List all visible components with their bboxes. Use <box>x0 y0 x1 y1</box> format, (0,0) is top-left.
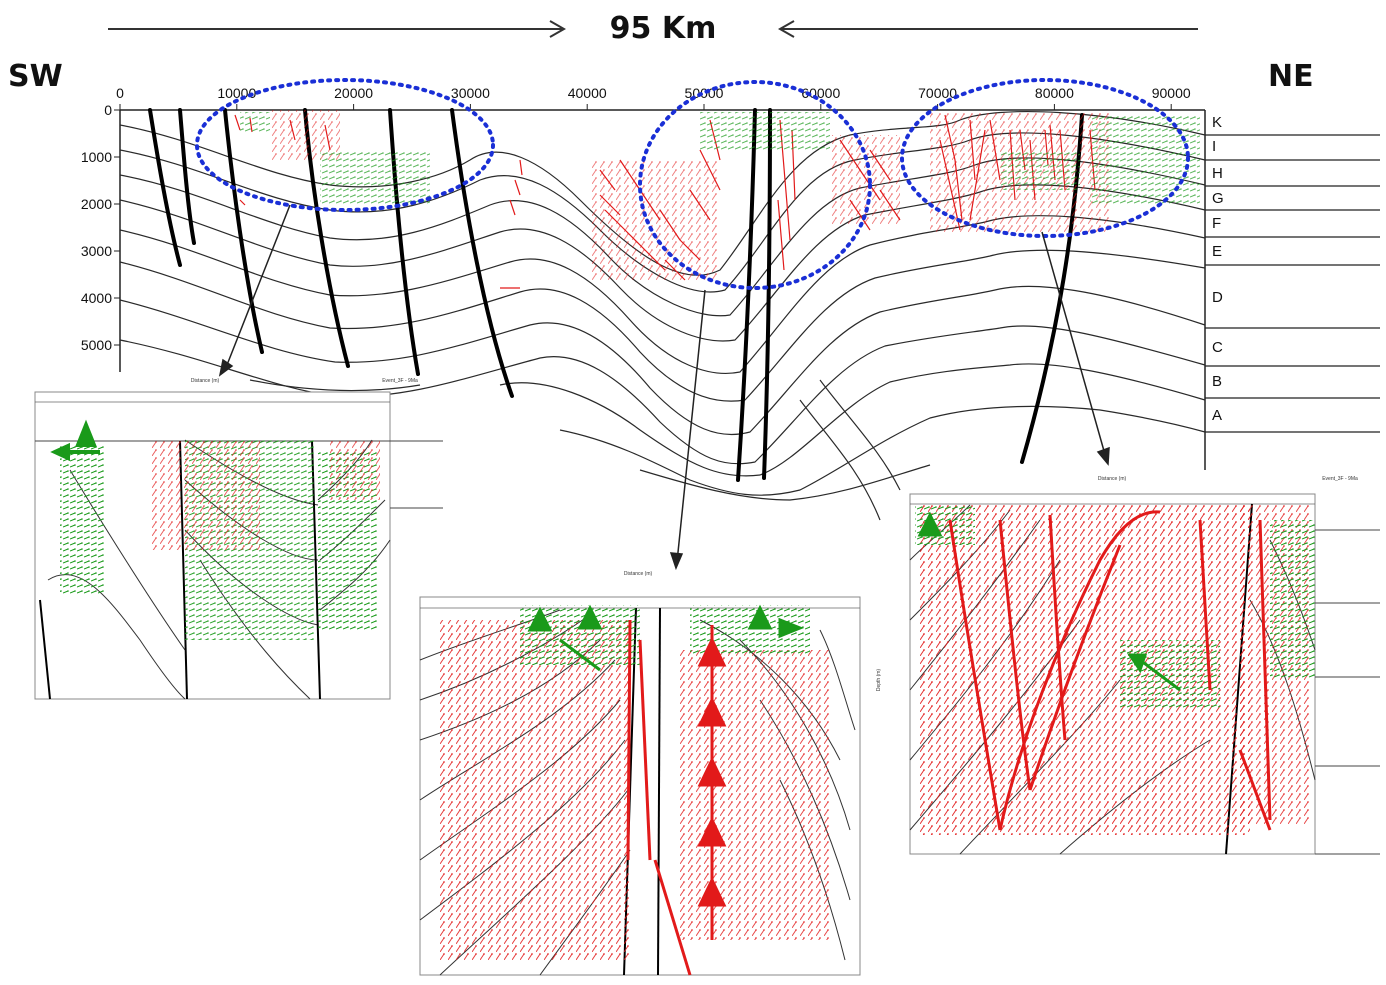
x-tick-label: 20000 <box>334 85 373 101</box>
inset-right-corner-label: Event_3F - 9Ma <box>1322 476 1358 482</box>
layer-label: K <box>1212 114 1222 131</box>
highlight-ellipses <box>195 78 1190 290</box>
x-tick-label: 0 <box>116 85 124 101</box>
layer-label: I <box>1212 138 1216 155</box>
inset-left-x-axis-title: Distance (m) <box>191 378 220 384</box>
layer-label: G <box>1212 190 1224 207</box>
distance-arrow-left <box>108 20 567 38</box>
inset-leader-arrows <box>218 204 1110 571</box>
sw-label: SW <box>8 59 63 94</box>
inset-middle-x-axis-title: Distance (m) <box>624 571 653 577</box>
distance-label: 95 Km <box>610 11 717 46</box>
depth-tick-label: 1000 <box>81 149 112 165</box>
depth-tick-labels: 0 1000 2000 3000 4000 5000 <box>81 102 120 353</box>
x-tick-label: 70000 <box>918 85 957 101</box>
distance-arrow-right <box>777 20 1198 38</box>
layer-label: A <box>1212 407 1222 424</box>
highlight-ellipse-left <box>195 78 495 212</box>
highlight-ellipse-right <box>900 78 1190 238</box>
x-tick-label: 90000 <box>1152 85 1191 101</box>
depth-tick-label: 5000 <box>81 337 112 353</box>
depth-tick-label: 2000 <box>81 196 112 212</box>
inset-middle: Distance (m) <box>419 571 861 976</box>
inset-right: Distance (m) Event_3F - 9Ma Depth (m) <box>876 476 1380 855</box>
inset-right-x-axis-title: Distance (m) <box>1098 476 1127 482</box>
inset-right-y-axis-title: Depth (m) <box>876 669 882 692</box>
layer-boundaries <box>1205 134 1380 433</box>
layer-label: H <box>1212 165 1223 182</box>
layer-label: F <box>1212 215 1221 232</box>
layer-label: C <box>1212 339 1223 356</box>
layer-label: B <box>1212 373 1222 390</box>
layer-label: D <box>1212 289 1223 306</box>
depth-tick-label: 0 <box>104 102 112 118</box>
depth-tick-label: 4000 <box>81 290 112 306</box>
depth-tick-label: 3000 <box>81 243 112 259</box>
inset-left-corner-label: Event_3F - 9Ma <box>382 378 418 384</box>
ne-label: NE <box>1268 59 1314 94</box>
x-tick-label: 10000 <box>217 85 256 101</box>
inset-left: Distance (m) Event_3F - 9Ma <box>34 378 443 700</box>
x-tick-label: 80000 <box>1035 85 1074 101</box>
highlight-ellipse-middle <box>638 80 872 290</box>
green-vector-dots <box>240 112 1200 205</box>
x-tick-label: 30000 <box>451 85 490 101</box>
x-tick-label: 40000 <box>568 85 607 101</box>
x-tick-label: 60000 <box>801 85 840 101</box>
layer-label: E <box>1212 243 1222 260</box>
